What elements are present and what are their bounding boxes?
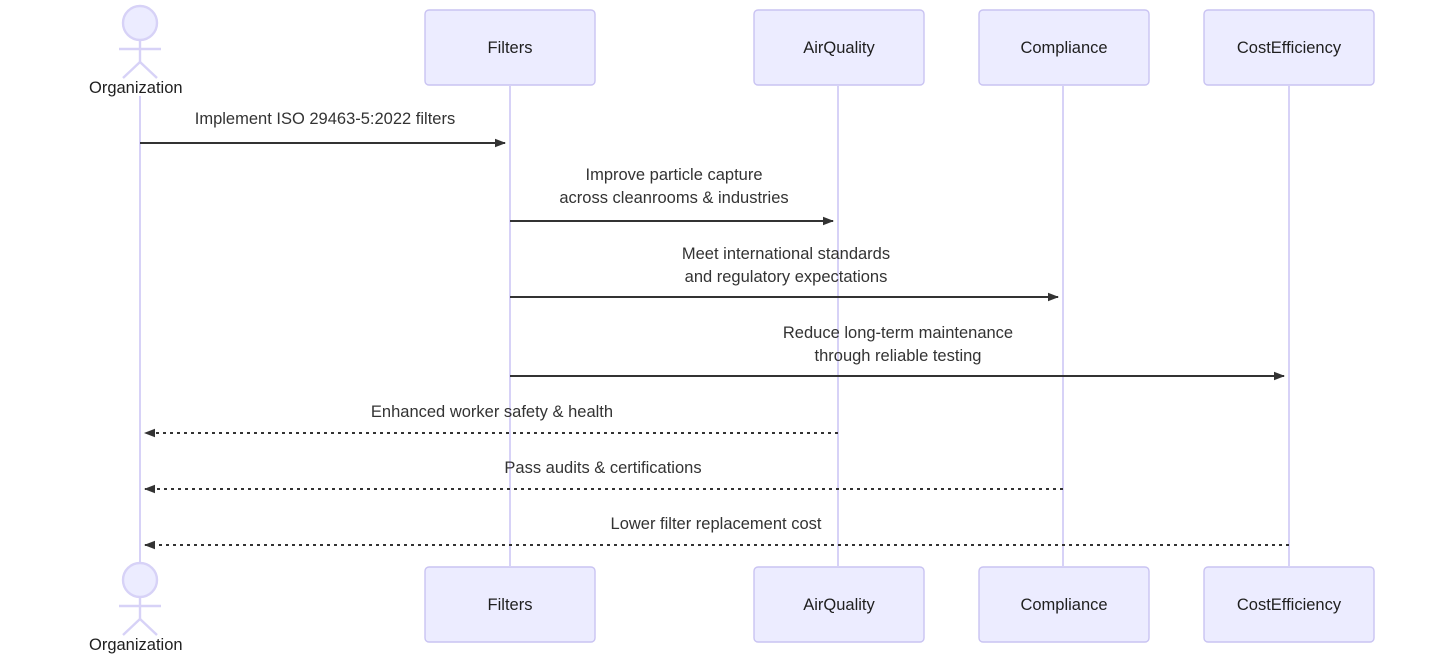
lifelines <box>139 86 1290 566</box>
participant-box-airquality-bottom[interactable]: AirQuality <box>753 566 925 643</box>
participant-boxes-top: Filters AirQuality Compliance CostEffici… <box>424 9 1375 86</box>
message-6-pass-audits-certifications[interactable]: Pass audits & certifications <box>144 459 1063 494</box>
actor-label-bottom: Organization <box>89 636 183 654</box>
message-2-label-line-2: across cleanrooms & industries <box>559 189 788 207</box>
participant-box-rect <box>978 9 1150 86</box>
message-5-enhanced-worker-safety[interactable]: Enhanced worker safety & health <box>144 403 838 438</box>
participant-label-costefficiency-bottom: CostEfficiency <box>1237 596 1342 614</box>
actor-organization-bottom[interactable]: Organization <box>89 561 183 654</box>
participant-box-rect <box>1203 566 1375 643</box>
actor-label-top: Organization <box>89 79 183 97</box>
participant-label-compliance-top: Compliance <box>1020 39 1107 57</box>
message-7-lower-filter-replacement-cost[interactable]: Lower filter replacement cost <box>144 515 1289 550</box>
participant-label-airquality-bottom: AirQuality <box>803 596 875 614</box>
message-5-label-line-1: Enhanced worker safety & health <box>371 403 613 421</box>
participant-label-filters-bottom: Filters <box>488 596 533 614</box>
participant-label-costefficiency-top: CostEfficiency <box>1237 39 1342 57</box>
message-3-label-line-2: and regulatory expectations <box>685 268 888 286</box>
actor-head-icon <box>121 561 159 599</box>
message-6-label-line-1: Pass audits & certifications <box>504 459 701 477</box>
participant-box-rect <box>424 9 596 86</box>
participant-box-filters-bottom[interactable]: Filters <box>424 566 596 643</box>
message-2-label-line-1: Improve particle capture <box>586 166 763 184</box>
participant-box-rect <box>753 9 925 86</box>
participant-label-compliance-bottom: Compliance <box>1020 596 1107 614</box>
participant-label-airquality-top: AirQuality <box>803 39 875 57</box>
actor-leg-left-icon <box>122 61 141 79</box>
participant-box-rect <box>753 566 925 643</box>
message-4-reduce-long-term-maintenance[interactable]: Reduce long-term maintenance through rel… <box>510 324 1285 381</box>
participant-box-costefficiency-top[interactable]: CostEfficiency <box>1203 9 1375 86</box>
participant-box-compliance-top[interactable]: Compliance <box>978 9 1150 86</box>
participant-box-compliance-bottom[interactable]: Compliance <box>978 566 1150 643</box>
actor-leg-left-icon <box>122 618 141 636</box>
message-7-label-line-1: Lower filter replacement cost <box>611 515 822 533</box>
participant-box-rect <box>1203 9 1375 86</box>
participant-box-airquality-top[interactable]: AirQuality <box>753 9 925 86</box>
message-2-improve-particle-capture[interactable]: Improve particle capture across cleanroo… <box>510 166 834 226</box>
message-1-label-line-1: Implement ISO 29463-5:2022 filters <box>195 110 455 128</box>
message-4-label-line-2: through reliable testing <box>815 347 982 365</box>
participant-box-filters-top[interactable]: Filters <box>424 9 596 86</box>
message-4-label-line-1: Reduce long-term maintenance <box>783 324 1013 342</box>
participant-label-filters-top: Filters <box>488 39 533 57</box>
message-3-label-line-1: Meet international standards <box>682 245 890 263</box>
participant-box-rect <box>424 566 596 643</box>
participant-box-rect <box>978 566 1150 643</box>
message-1-implement-iso-filters[interactable]: Implement ISO 29463-5:2022 filters <box>140 110 506 148</box>
participant-boxes-bottom: Filters AirQuality Compliance CostEffici… <box>424 566 1375 643</box>
actor-head-icon <box>121 4 159 42</box>
participant-box-costefficiency-bottom[interactable]: CostEfficiency <box>1203 566 1375 643</box>
actor-leg-right-icon <box>139 618 158 636</box>
actor-leg-right-icon <box>139 61 158 79</box>
actor-organization-top[interactable]: Organization <box>89 4 183 97</box>
message-3-meet-international-standards[interactable]: Meet international standards and regulat… <box>510 245 1059 302</box>
